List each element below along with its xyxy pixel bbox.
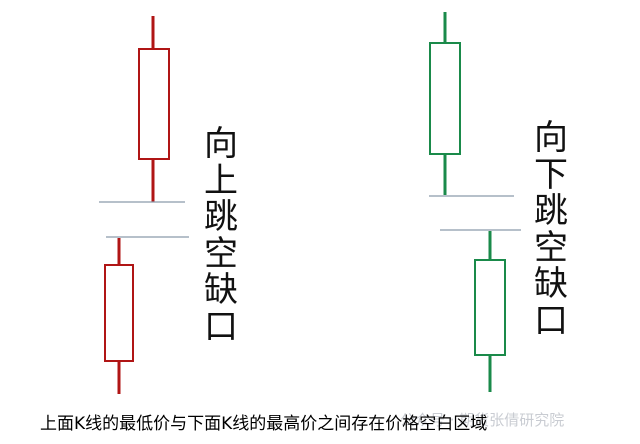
- gap-up-group: [99, 16, 189, 394]
- caption: 上面K线的最低价与下面K线的最高价之间存在价格空白区域: [40, 414, 488, 434]
- lower-candle-body: [104, 264, 134, 362]
- lower-candle-body: [474, 259, 506, 356]
- upper-candle-body: [138, 48, 170, 160]
- gap-down-group: [429, 12, 521, 392]
- gap-down-label: 向下跳空缺口: [534, 118, 568, 341]
- gap-up-label: 向上跳空缺口: [204, 124, 238, 347]
- upper-candle-body: [429, 42, 461, 155]
- watermark: 公众号 · 期货张倩研究院: [400, 411, 565, 429]
